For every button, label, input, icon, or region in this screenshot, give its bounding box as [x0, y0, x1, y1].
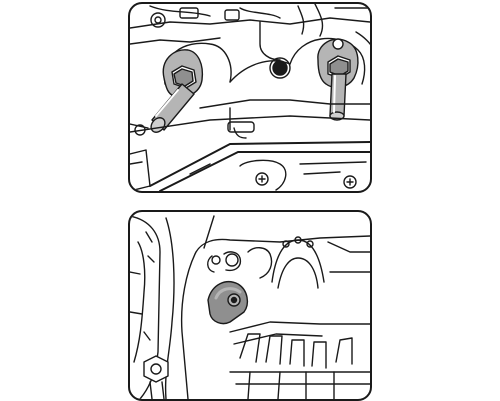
diagonal-strap	[149, 141, 370, 187]
engine-block-drawing	[130, 4, 370, 191]
engine-upper-detail	[130, 4, 370, 61]
top-illustration-panel	[128, 2, 372, 193]
engine-crossbeam	[130, 115, 370, 133]
engine-lower-detail	[189, 159, 367, 191]
housing-outline	[180, 235, 370, 399]
gearbox-housing-drawing	[130, 215, 370, 399]
housing-ribs	[229, 321, 370, 399]
oil-port-hole	[272, 60, 288, 76]
gearbox-casing-left	[130, 215, 175, 399]
cylindrical-pin-icon	[329, 73, 347, 121]
bearing-arch	[271, 239, 325, 283]
hex-nut-icon	[143, 355, 169, 399]
bottom-illustration-panel	[128, 210, 372, 401]
locking-tool-icon	[207, 281, 249, 325]
